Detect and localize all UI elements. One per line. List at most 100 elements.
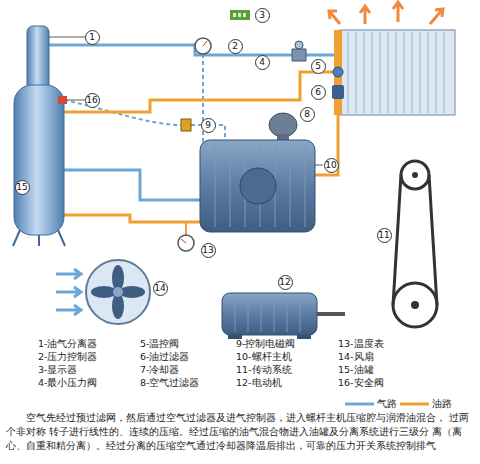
parts-table-cell: 2-压力控制器 <box>38 351 97 363</box>
leader-line <box>315 165 323 166</box>
pulley-hub <box>412 172 418 178</box>
callout-text: 4 <box>259 57 265 67</box>
display-icon <box>230 10 250 20</box>
parts-table-cell: 7-冷却器 <box>140 364 179 376</box>
callout-text: 13 <box>202 245 213 255</box>
cooler-header <box>334 30 342 115</box>
display-icon <box>233 13 236 17</box>
parts-table-cell: 15-油罐 <box>338 364 374 376</box>
air-arrow <box>56 287 81 297</box>
parts-table-cell: 8-空气过滤器 <box>140 377 199 389</box>
oil-pipe <box>64 215 200 222</box>
temperature-valve <box>333 67 343 77</box>
callout-number: 2 <box>228 39 243 54</box>
callout-number: 14 <box>153 281 168 296</box>
callout-text: 5 <box>315 61 321 71</box>
tank-leg <box>58 230 65 246</box>
callout-number: 1 <box>85 30 100 45</box>
callout-text: 10 <box>325 160 336 170</box>
heat-arrow <box>430 9 443 24</box>
heat-arrow <box>360 6 370 24</box>
parts-table-cell: 13-温度表 <box>338 338 384 350</box>
solenoid-valve <box>181 119 191 131</box>
legend-line-air <box>345 403 374 406</box>
legend-line-oil <box>400 403 429 406</box>
parts-table-cell: 6-油过滤器 <box>140 351 189 363</box>
screw-compressor <box>200 140 315 232</box>
air-pipe <box>306 54 338 57</box>
callout-text: 14 <box>154 283 165 293</box>
air-filter <box>269 113 297 137</box>
heat-arrow <box>329 11 340 24</box>
callout-text: 11 <box>378 230 389 240</box>
callout-text: 8 <box>304 109 310 119</box>
min-pressure-valve <box>295 41 303 49</box>
callout-number: 9 <box>201 118 216 133</box>
callout-text: 12 <box>279 277 290 287</box>
tank-leg <box>38 235 40 246</box>
air-arrow <box>56 269 81 279</box>
parts-table-cell: 12-电动机 <box>236 377 282 389</box>
pulley-hub <box>411 301 419 309</box>
pressure-gauge <box>195 38 211 54</box>
temperature-gauge <box>178 235 194 251</box>
callout-text: 6 <box>315 87 321 97</box>
belt <box>429 175 437 305</box>
cooler-fins <box>348 32 444 113</box>
callout-number: 6 <box>311 85 326 100</box>
callout-number: 12 <box>278 275 293 290</box>
callout-text: 9 <box>205 120 211 130</box>
fan-hub <box>113 287 123 297</box>
oil-pipe <box>64 72 333 112</box>
oil-filter <box>332 85 344 99</box>
belt <box>393 175 401 305</box>
compressor-flange <box>240 168 276 204</box>
legend-text: 油路 <box>432 398 452 410</box>
tank-leg <box>13 230 20 246</box>
parts-table-cell: 10-螺杆主机 <box>236 351 292 363</box>
callout-number: 15 <box>15 180 30 195</box>
parts-table-cell: 14-风扇 <box>338 351 374 363</box>
parts-table-cell: 9-控制电磁阀 <box>236 338 295 350</box>
caption-text: 空气先经过预过滤网，然后通过空气过滤器及进气控制器，进入螺杆主机压缩腔与润滑油混… <box>6 411 474 453</box>
callout-text: 1 <box>89 32 95 42</box>
parts-table-cell: 3-显示器 <box>38 364 77 376</box>
heat-arrow <box>393 2 403 22</box>
air-pipe <box>64 170 200 200</box>
callout-number: 4 <box>255 55 270 70</box>
parts-table-cell: 16-安全阀 <box>338 377 384 389</box>
motor-ribs <box>235 296 300 332</box>
leader-line <box>67 100 85 101</box>
oil-tank <box>14 85 64 235</box>
cooler <box>340 30 455 115</box>
gauge-needle <box>181 239 186 243</box>
safety-valve <box>58 96 67 104</box>
callout-number: 8 <box>300 107 315 122</box>
callout-number: 5 <box>311 59 326 74</box>
display-icon <box>238 13 241 17</box>
fan <box>86 260 150 324</box>
motor <box>222 293 317 335</box>
air-arrow <box>56 305 81 315</box>
pulley <box>393 283 437 327</box>
parts-table-cell: 4-最小压力阀 <box>38 377 97 389</box>
parts-table-cell: 11-传动系统 <box>236 364 292 376</box>
legend-text: 气路 <box>377 398 397 410</box>
pulley <box>401 161 429 189</box>
callout-number: 11 <box>377 228 392 243</box>
motor-shaft <box>317 312 345 316</box>
parts-table-cell: 1-油气分离器 <box>38 338 97 350</box>
display-icon <box>243 13 246 17</box>
gauge-needle <box>203 41 207 46</box>
parts-table-cell: 5-温控阀 <box>140 338 179 350</box>
oil-separator <box>27 26 49 90</box>
callout-text: 2 <box>232 41 238 51</box>
control-line <box>200 54 203 150</box>
callout-text: 3 <box>259 10 265 20</box>
callout-number: 13 <box>201 243 216 258</box>
min-pressure-valve <box>292 49 306 61</box>
compressor-ribs <box>215 145 305 227</box>
oil-pipe <box>185 222 187 235</box>
